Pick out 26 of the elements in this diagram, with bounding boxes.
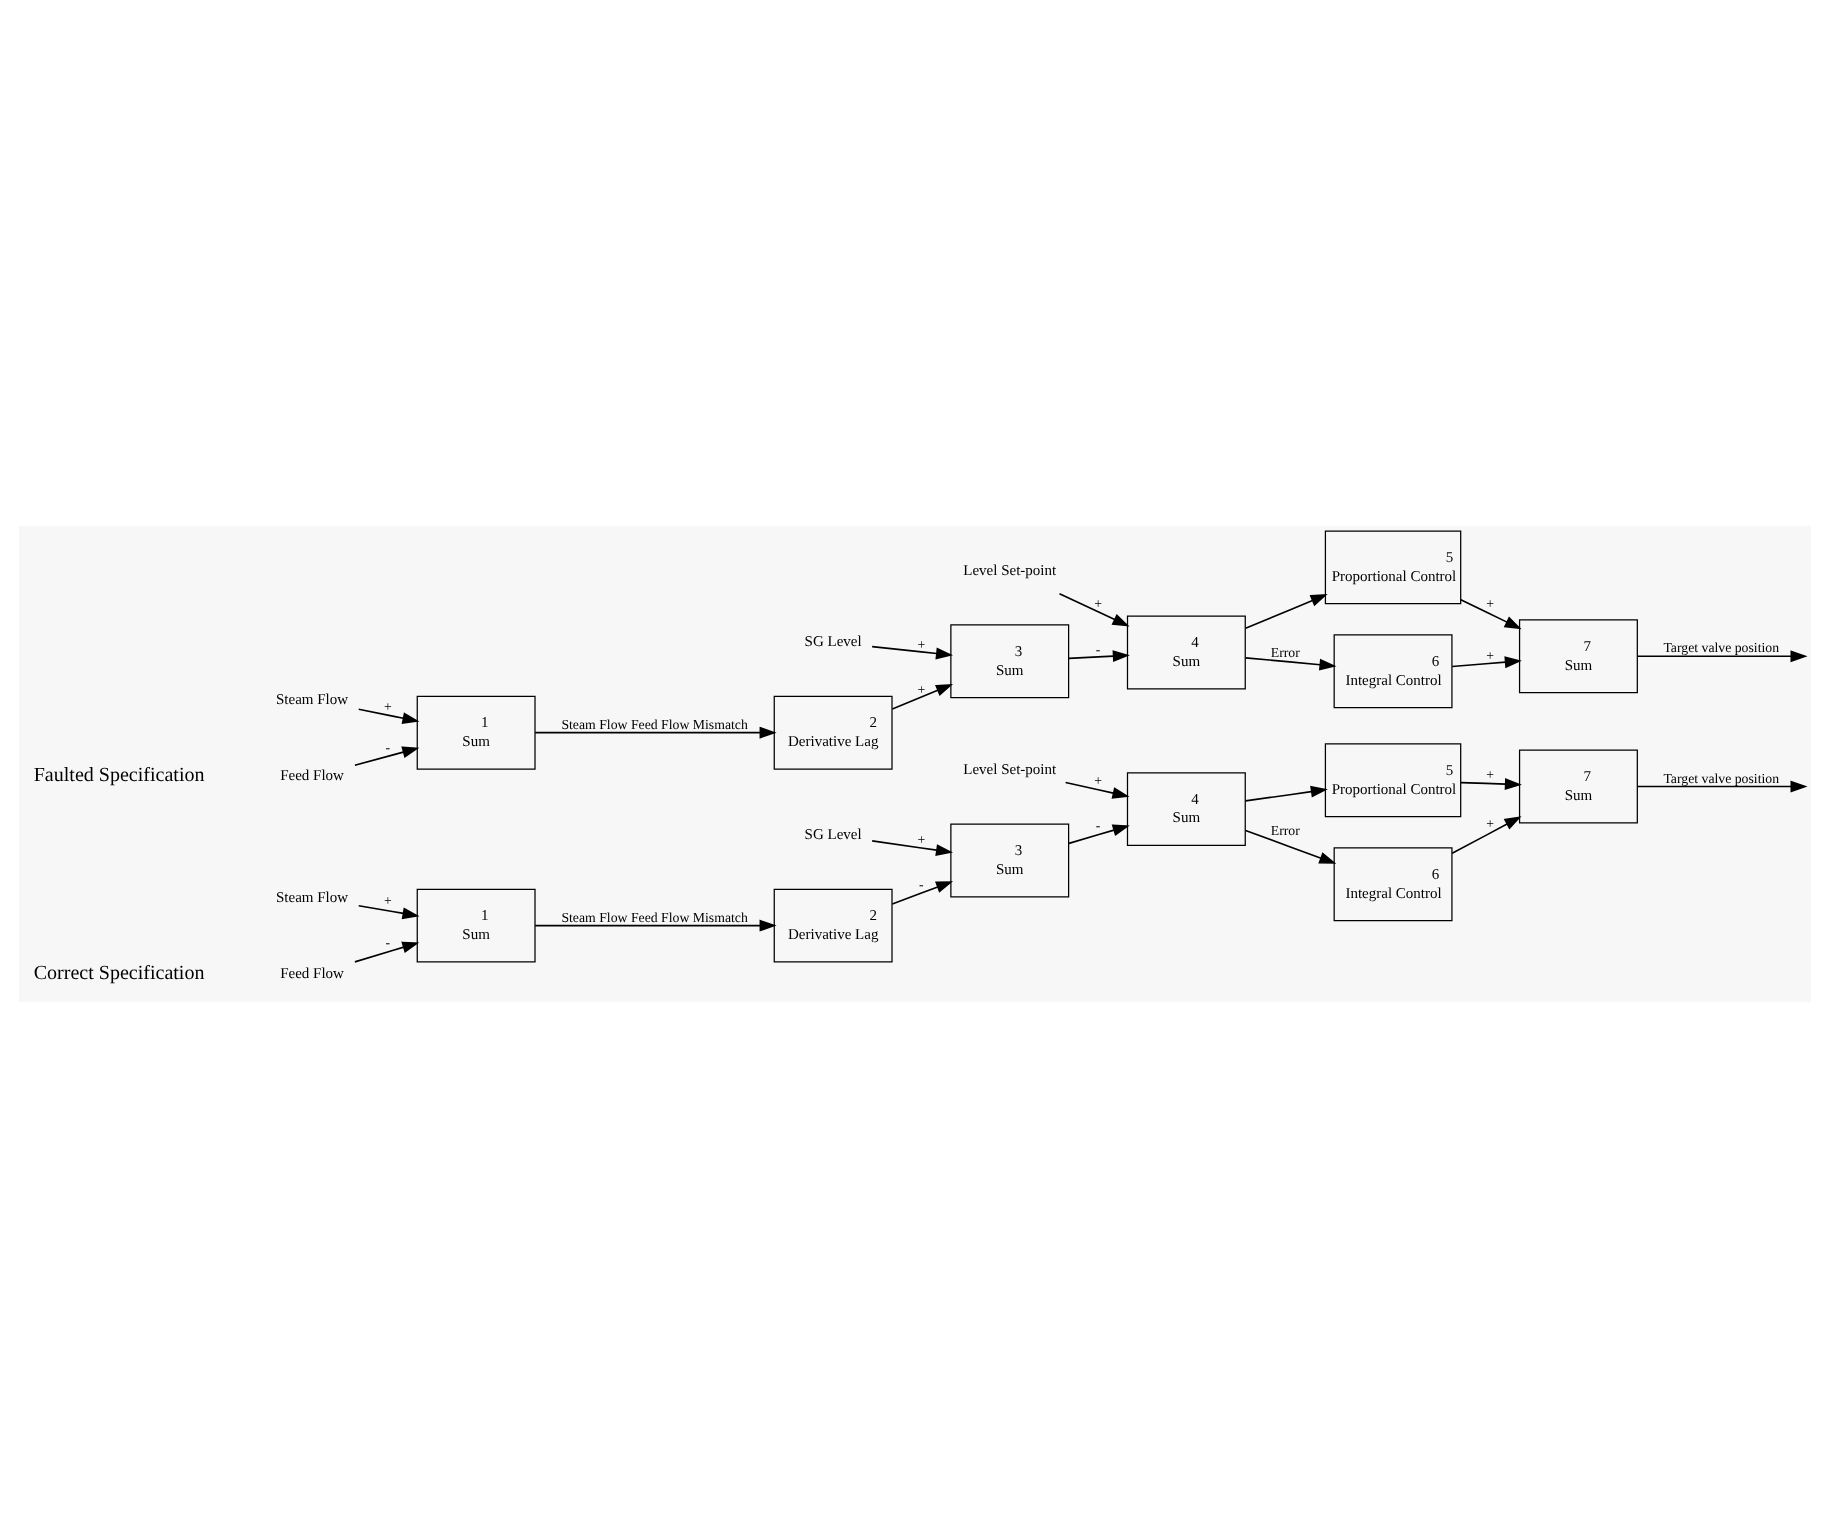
arrow [1244,593,1328,629]
arrow [891,683,954,709]
label: Correct Specification [33,962,205,985]
arrow [1068,649,1130,662]
arrow [1636,649,1808,662]
arrow [1058,591,1130,626]
arrow [1636,779,1808,792]
arrow [1244,656,1337,670]
arrow [871,839,953,855]
label: Faulted Specification [33,764,205,787]
arrow [1451,655,1522,668]
arrow [354,940,420,962]
arrow [1451,815,1522,854]
arrow [1068,823,1130,844]
arrow [891,880,954,904]
arrow [1244,828,1337,863]
arrow [357,707,420,723]
arrow [1244,784,1328,801]
arrow [354,745,420,766]
arrow [534,918,777,931]
arrow [1064,780,1130,798]
arrow [1460,777,1522,790]
arrow [357,903,420,919]
arrow [534,725,777,738]
arrow [1460,597,1522,629]
arrow [871,644,954,659]
